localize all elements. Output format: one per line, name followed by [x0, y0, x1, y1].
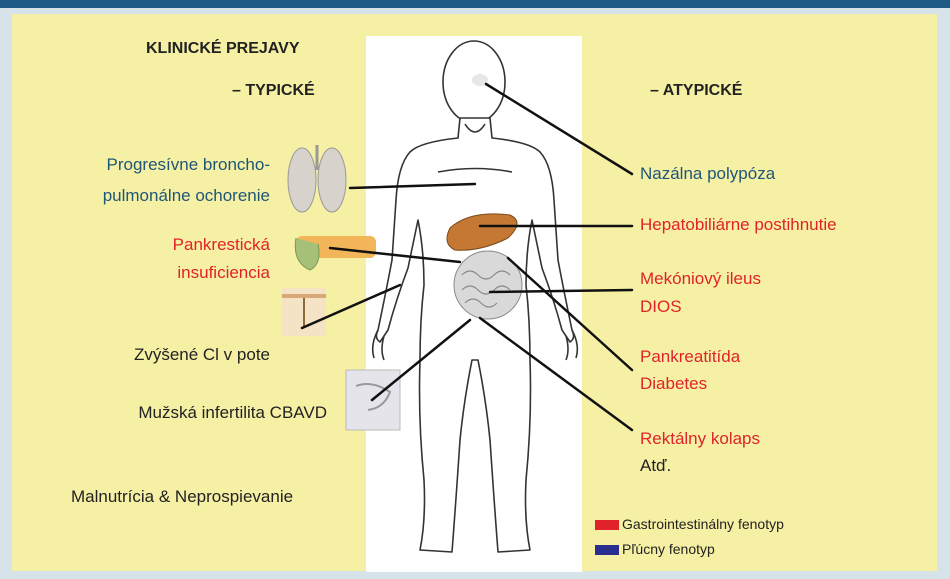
legend-gi-swatch	[595, 520, 619, 530]
label-nasal: Nazálna polypóza	[640, 163, 775, 185]
label-pancreatic-1: Pankrestická	[173, 234, 270, 256]
label-hepatobiliary: Hepatobiliárne postihnutie	[640, 214, 837, 236]
label-etc: Atď.	[640, 455, 671, 477]
label-bronchopulmonary-1: Progresívne broncho-	[107, 154, 270, 176]
label-pancreatic-2: insuficiencia	[177, 262, 270, 284]
label-bronchopulmonary-2: pulmonálne ochorenie	[103, 185, 270, 207]
legend-lung-label: Pľúcny fenotyp	[622, 541, 715, 557]
label-meconium-2: DIOS	[640, 296, 682, 318]
legend-gi-label: Gastrointestinálny fenotyp	[622, 516, 784, 532]
label-sweat-cl: Zvýšené Cl v pote	[134, 344, 270, 366]
diagram-title: KLINICKÉ PREJAVY	[146, 38, 300, 60]
typical-heading: – TYPICKÉ	[232, 80, 315, 102]
atypical-heading: – ATYPICKÉ	[650, 80, 742, 102]
legend-lung-swatch	[595, 545, 619, 555]
label-malnutrition: Malnutrícia & Neprospievanie	[71, 486, 293, 508]
label-pancreatitis-2: Diabetes	[640, 373, 707, 395]
label-male-infertility: Mužská infertilita CBAVD	[138, 402, 327, 424]
sweat-skin-icon	[282, 288, 326, 336]
lungs-icon	[288, 145, 346, 212]
label-rectal: Rektálny kolaps	[640, 428, 760, 450]
label-meconium-1: Mekóniový ileus	[640, 268, 761, 290]
label-pancreatitis-1: Pankreatitída	[640, 346, 740, 368]
pancreas-icon	[295, 236, 376, 270]
